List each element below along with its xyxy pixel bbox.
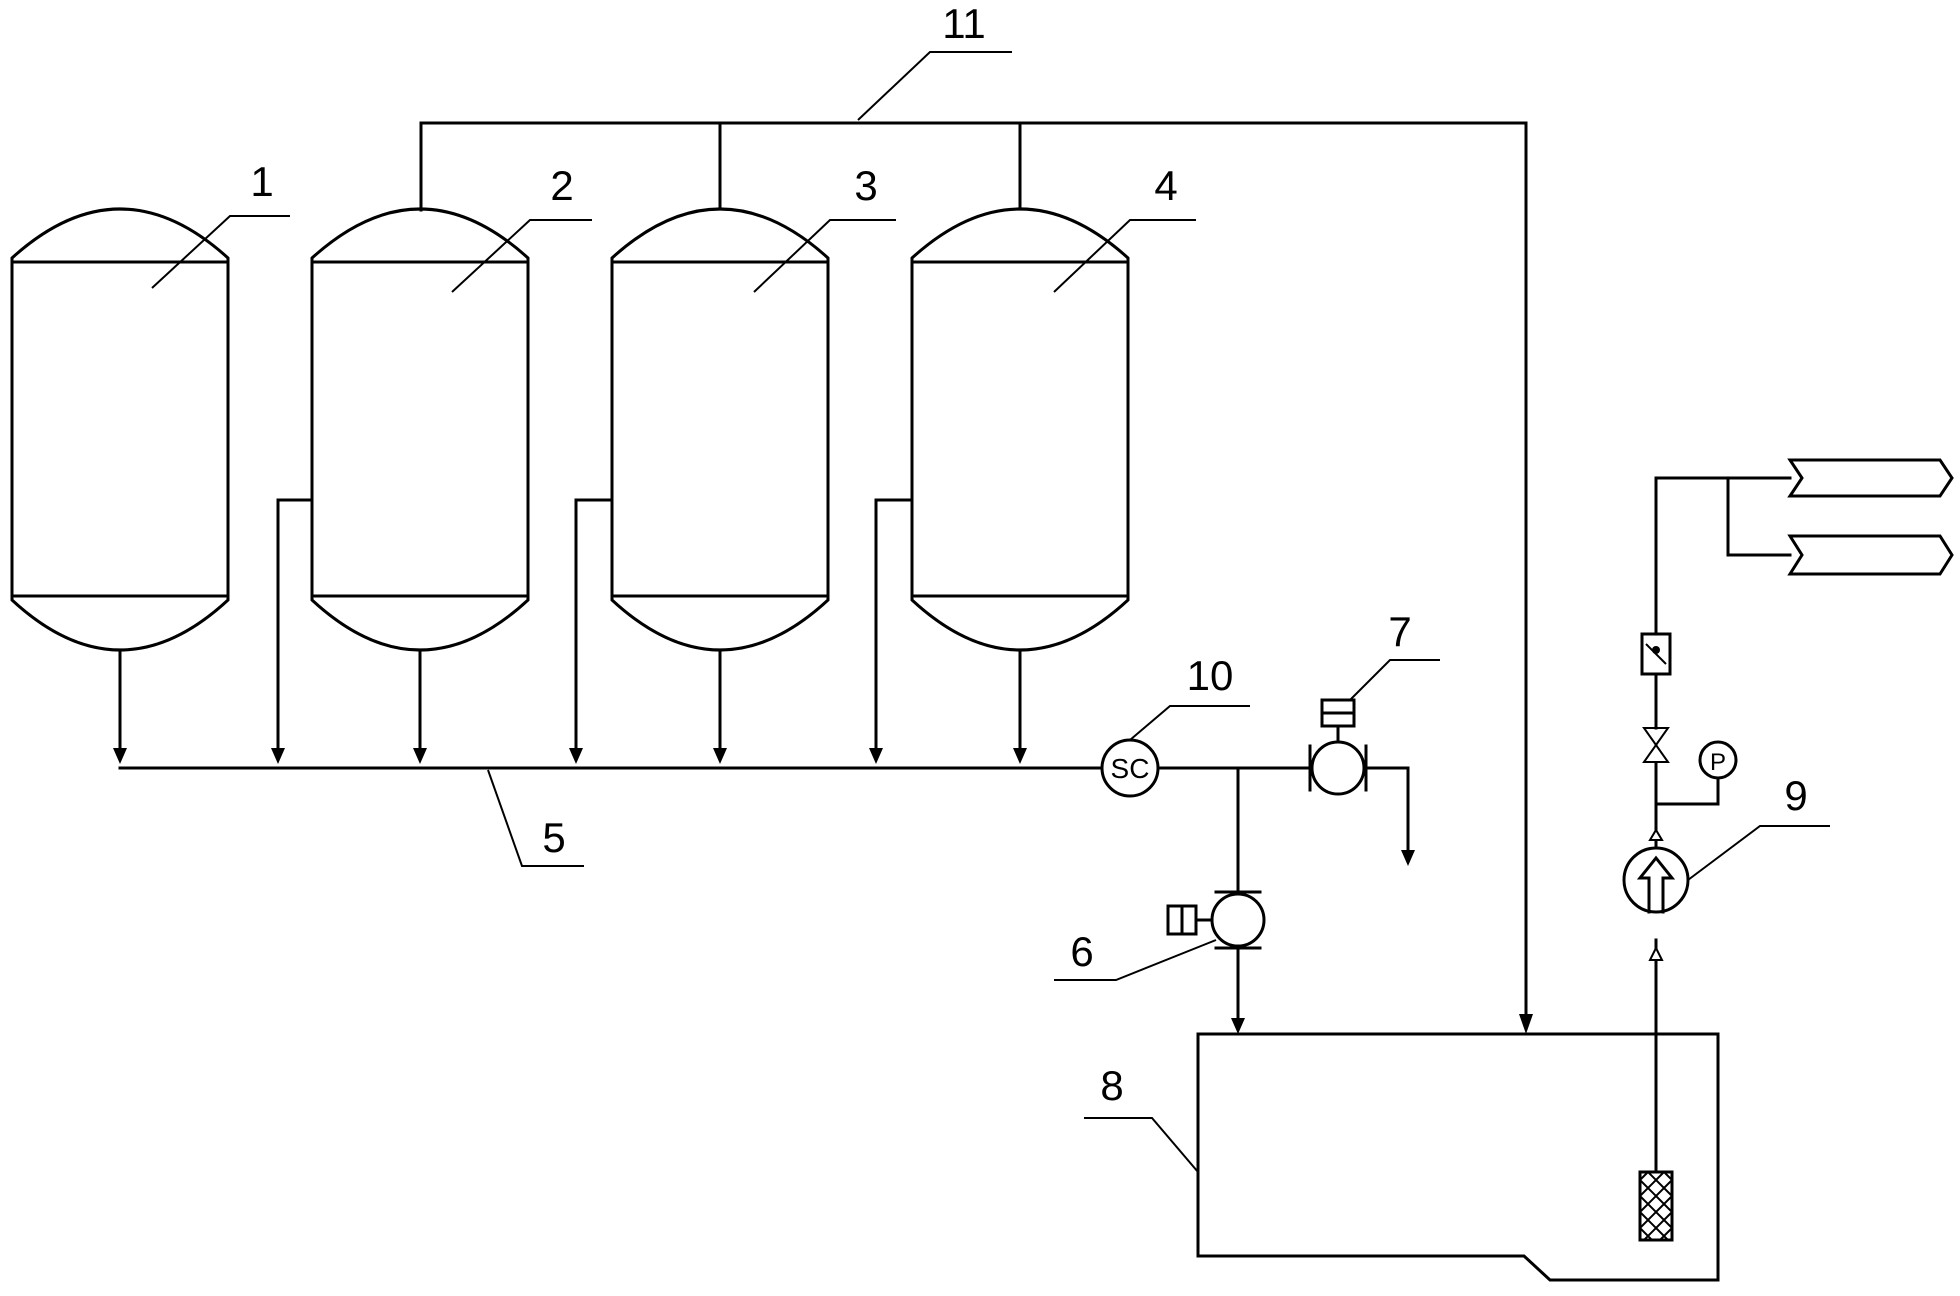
valve-7 (1308, 698, 1415, 866)
arrow-into-reservoir-icon (1519, 1014, 1533, 1034)
label-tank-2: 2 (550, 162, 573, 209)
label-tank-4: 4 (1154, 162, 1177, 209)
gate-valve-icon (1642, 727, 1670, 747)
label-sc-controller: 10 (1187, 652, 1234, 699)
label-top-line: 11 (942, 0, 986, 47)
label-reservoir: 8 (1100, 1062, 1123, 1109)
label-header-pipe: 5 (542, 814, 565, 861)
sc-controller: SC (1100, 738, 1160, 798)
tank-1 (10, 207, 230, 652)
sc-text: SC (1111, 753, 1150, 784)
labels: 1 2 3 4 5 6 7 8 9 10 11 (250, 0, 1807, 1109)
overflow-pipes (271, 498, 914, 764)
tank-3 (610, 207, 830, 652)
tank-4 (910, 207, 1130, 652)
label-tank-1: 1 (250, 158, 273, 205)
label-pump: 9 (1784, 772, 1807, 819)
tank-drains (113, 648, 1027, 764)
tank-2 (310, 207, 530, 652)
pressure-gauge-icon (1698, 740, 1738, 780)
pressure-gauge-text: P (1710, 749, 1726, 776)
top-vent-line (419, 121, 1533, 1034)
label-valve-7: 7 (1388, 608, 1411, 655)
pump-line: P (1622, 476, 1792, 1242)
label-valve-6: 6 (1070, 928, 1093, 975)
valve-6 (1166, 890, 1266, 1034)
reservoir (1196, 1032, 1720, 1282)
label-tank-3: 3 (854, 162, 877, 209)
leader-lines (151, 51, 1830, 1173)
outlet-arrows (1787, 458, 1954, 576)
